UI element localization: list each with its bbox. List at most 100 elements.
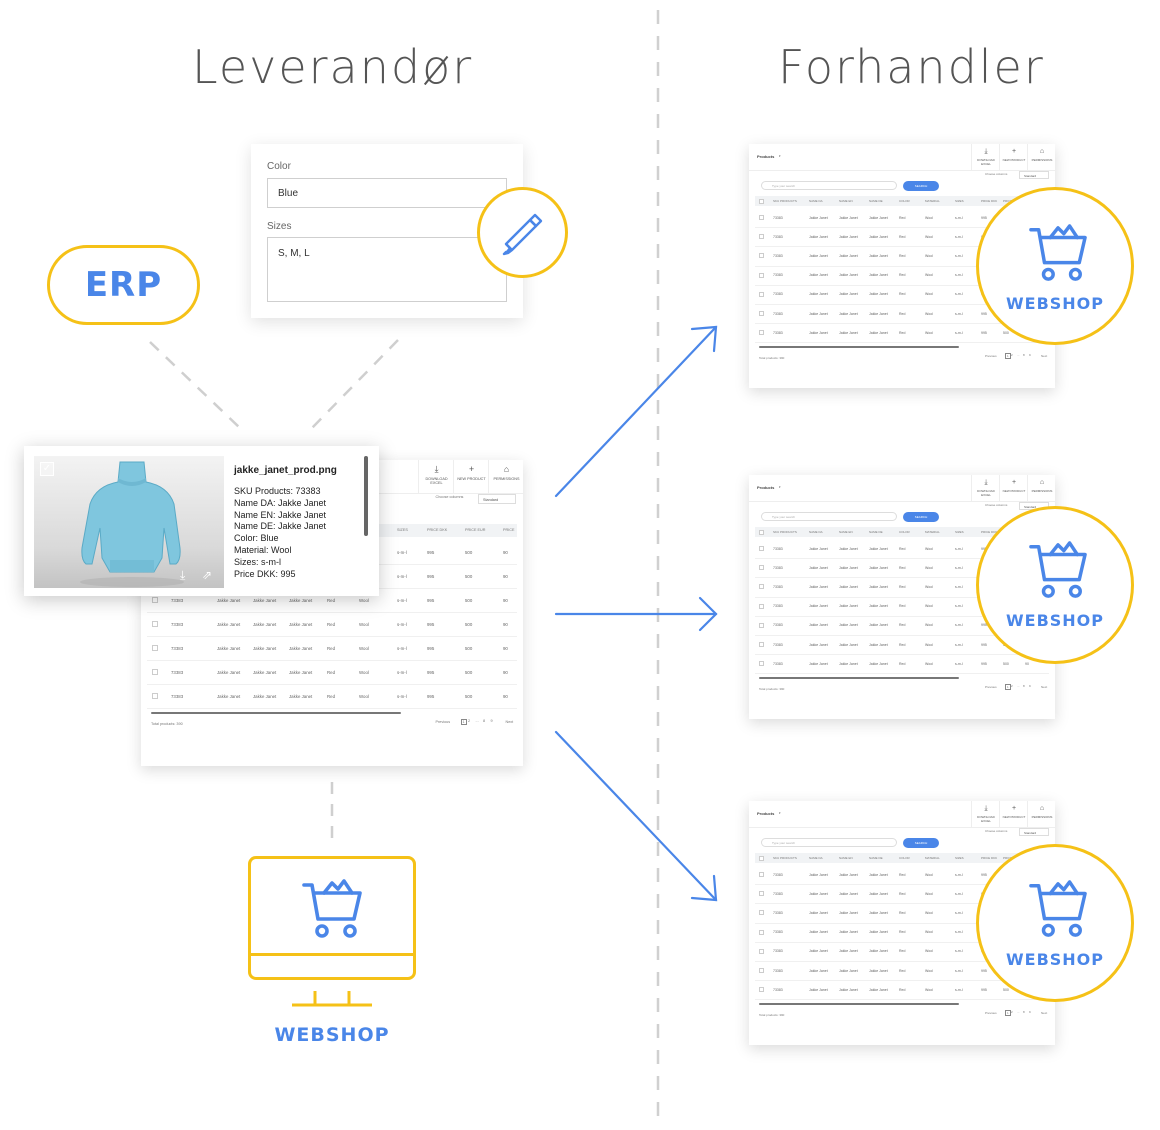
- toolbar-button-2[interactable]: +NEW PRODUCT: [999, 475, 1028, 501]
- page-button[interactable]: 9: [1029, 684, 1031, 689]
- toolbar-button-3[interactable]: ⌂PERMISSIONS: [488, 460, 523, 493]
- next-button[interactable]: Next: [505, 720, 514, 724]
- previous-button[interactable]: Previous: [985, 1011, 997, 1016]
- choose-columns-button[interactable]: Choose columns: [985, 829, 1008, 833]
- horizontal-scrollbar[interactable]: [759, 346, 959, 349]
- toolbar-button-3[interactable]: ⌂PERMISSIONS: [1027, 801, 1055, 827]
- standard-select[interactable]: Standard: [1019, 171, 1049, 179]
- page-button[interactable]: 8: [483, 719, 486, 723]
- row-checkbox[interactable]: [759, 642, 764, 648]
- page-button[interactable]: 8: [1023, 684, 1025, 689]
- search-button[interactable]: SEARCH: [903, 838, 939, 848]
- chevron-down-icon[interactable]: ▾: [779, 154, 781, 158]
- download-icon[interactable]: ⤓: [180, 568, 186, 582]
- toolbar-button-1[interactable]: ⤓DOWNLOAD EXCEL: [418, 460, 454, 493]
- select-all-checkbox[interactable]: [759, 198, 764, 204]
- row-checkbox[interactable]: [152, 668, 159, 676]
- toolbar-button-1[interactable]: ⤓DOWNLOAD EXCEL: [971, 144, 1000, 170]
- row-checkbox[interactable]: [152, 596, 159, 604]
- next-button[interactable]: Next: [1041, 354, 1048, 359]
- search-input[interactable]: Type your search: [761, 181, 897, 190]
- toolbar-button-1[interactable]: ⤓DOWNLOAD EXCEL: [971, 475, 1000, 501]
- previous-button[interactable]: Previous: [435, 720, 451, 724]
- page-button[interactable]: 1: [1005, 1010, 1011, 1017]
- page-button[interactable]: 9: [1029, 353, 1031, 358]
- page-button[interactable]: 2: [1011, 1010, 1013, 1015]
- standard-select[interactable]: Standard: [478, 494, 516, 504]
- image-checkbox[interactable]: ✓: [40, 462, 54, 476]
- standard-select[interactable]: Standard: [1019, 828, 1049, 836]
- choose-columns-button[interactable]: Choose columns: [985, 172, 1008, 176]
- row-checkbox[interactable]: [759, 661, 764, 667]
- toolbar-button-1[interactable]: ⤓DOWNLOAD EXCEL: [971, 801, 1000, 827]
- page-button[interactable]: 8: [1023, 353, 1025, 358]
- row-checkbox[interactable]: [759, 910, 764, 916]
- row-checkbox[interactable]: [759, 929, 764, 935]
- page-button[interactable]: ...: [1017, 1010, 1020, 1015]
- choose-columns-button[interactable]: Choose columns: [985, 503, 1008, 507]
- toolbar-button-2[interactable]: +NEW PRODUCT: [453, 460, 489, 493]
- toolbar-button-3[interactable]: ⌂PERMISSIONS: [1027, 475, 1055, 501]
- page-button[interactable]: 9: [490, 719, 493, 723]
- row-checkbox[interactable]: [759, 291, 764, 297]
- chevron-down-icon[interactable]: ▾: [779, 485, 781, 489]
- row-checkbox[interactable]: [152, 620, 159, 628]
- search-button[interactable]: SEARCH: [903, 181, 939, 191]
- page-button[interactable]: 8: [1023, 1010, 1025, 1015]
- choose-columns-button[interactable]: Choose columns: [435, 495, 464, 499]
- row-checkbox[interactable]: [759, 546, 764, 552]
- row-checkbox[interactable]: [152, 644, 159, 652]
- horizontal-scrollbar[interactable]: [151, 712, 401, 714]
- row-checkbox[interactable]: [759, 622, 764, 628]
- edit-badge[interactable]: [477, 187, 568, 278]
- row-checkbox[interactable]: [759, 565, 764, 571]
- page-button[interactable]: 2: [1011, 353, 1013, 358]
- row-checkbox[interactable]: [759, 948, 764, 954]
- page-button[interactable]: 1: [460, 719, 467, 725]
- row-checkbox[interactable]: [759, 603, 764, 609]
- sizes-field[interactable]: S, M, L: [267, 237, 507, 302]
- row-checkbox[interactable]: [759, 330, 764, 336]
- next-button[interactable]: Next: [1041, 1011, 1048, 1016]
- chevron-down-icon[interactable]: ▾: [779, 811, 781, 815]
- row-checkbox[interactable]: [759, 891, 764, 897]
- page-button[interactable]: ...: [1017, 353, 1020, 358]
- previous-button[interactable]: Previous: [985, 685, 997, 690]
- horizontal-scrollbar[interactable]: [759, 677, 959, 680]
- popover-scrollbar[interactable]: [364, 456, 368, 536]
- row-checkbox[interactable]: [759, 872, 764, 878]
- search-input[interactable]: Type your search: [761, 838, 897, 847]
- color-field[interactable]: Blue: [267, 178, 507, 208]
- toolbar-button-3[interactable]: ⌂PERMISSIONS: [1027, 144, 1055, 170]
- select-all-checkbox[interactable]: [759, 855, 764, 861]
- share-icon[interactable]: ⇗: [202, 568, 213, 582]
- page-button[interactable]: 2: [1011, 684, 1013, 689]
- page-button[interactable]: 2: [468, 719, 471, 723]
- page-button[interactable]: 1: [1005, 684, 1011, 691]
- row-checkbox[interactable]: [759, 584, 764, 590]
- row-checkbox[interactable]: [759, 253, 764, 259]
- search-input[interactable]: Type your search: [761, 512, 897, 521]
- search-button[interactable]: SEARCH: [903, 512, 939, 522]
- toolbar-button-2[interactable]: +NEW PRODUCT: [999, 801, 1028, 827]
- page-button[interactable]: 1: [1005, 353, 1011, 360]
- next-button[interactable]: Next: [1041, 685, 1048, 690]
- row-checkbox[interactable]: [759, 234, 764, 240]
- row-checkbox[interactable]: [759, 968, 764, 974]
- select-all-checkbox[interactable]: [759, 529, 764, 535]
- row-checkbox[interactable]: [759, 311, 764, 317]
- page-button[interactable]: ...: [475, 719, 479, 723]
- previous-button[interactable]: Previous: [985, 354, 997, 359]
- row-checkbox[interactable]: [759, 987, 764, 993]
- horizontal-scrollbar[interactable]: [759, 1003, 959, 1006]
